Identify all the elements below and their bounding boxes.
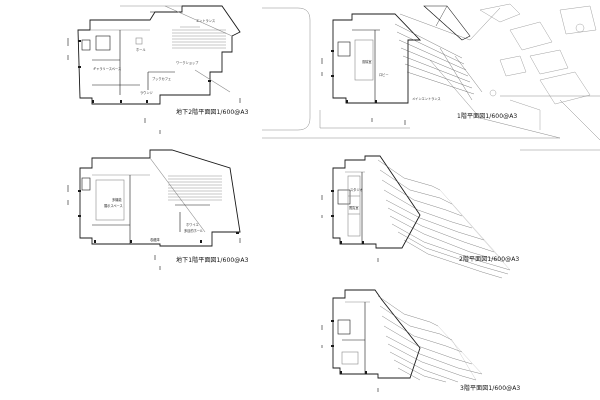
- b2-floor-plan: [67, 5, 241, 134]
- b1-label-exhibit: 展示スペース: [104, 204, 123, 208]
- b2-label-workshop: ワークショップ: [176, 61, 199, 65]
- caption-f1: 1階平面図1/600@A3: [457, 113, 518, 120]
- b1-floor-plan: [67, 149, 241, 270]
- f2-label-reading: 閲覧室: [349, 206, 359, 210]
- f2-label-studio: スタジオ: [350, 188, 363, 192]
- caption-f3: 3階平面図1/600@A3: [460, 385, 521, 392]
- b2-label-gallery: ギャラリースペース: [93, 67, 122, 71]
- f1-label-lobby: ロビー: [379, 73, 389, 77]
- b1-label-storage: 収蔵庫: [150, 238, 160, 242]
- caption-f2: 2階平面図1/600@A3: [459, 256, 520, 263]
- f3-floor-plan: [321, 289, 483, 392]
- caption-b2: 地下2階平面図1/600@A3: [176, 109, 249, 116]
- b1-label-hall: 多目的ホール: [184, 229, 204, 233]
- b2-label-hall: ホール: [136, 48, 146, 52]
- caption-b1: 地下1階平面図1/600@A3: [176, 257, 249, 264]
- b2-label-lounge: ラウンジ: [140, 91, 153, 95]
- b1-label-foyer: ホワイエ: [186, 223, 199, 227]
- f1-label-windbreak: 風除室: [362, 60, 372, 64]
- f1-site-plan: [262, 3, 600, 151]
- f1-label-main-entrance: メインエントランス: [412, 97, 441, 101]
- f2-floor-plan: [321, 155, 511, 279]
- b2-label-entrance: エントランス: [196, 19, 216, 23]
- b2-label-bookcafe: ブックカフェ: [152, 77, 172, 81]
- b1-label-multi: 多機能: [112, 198, 122, 202]
